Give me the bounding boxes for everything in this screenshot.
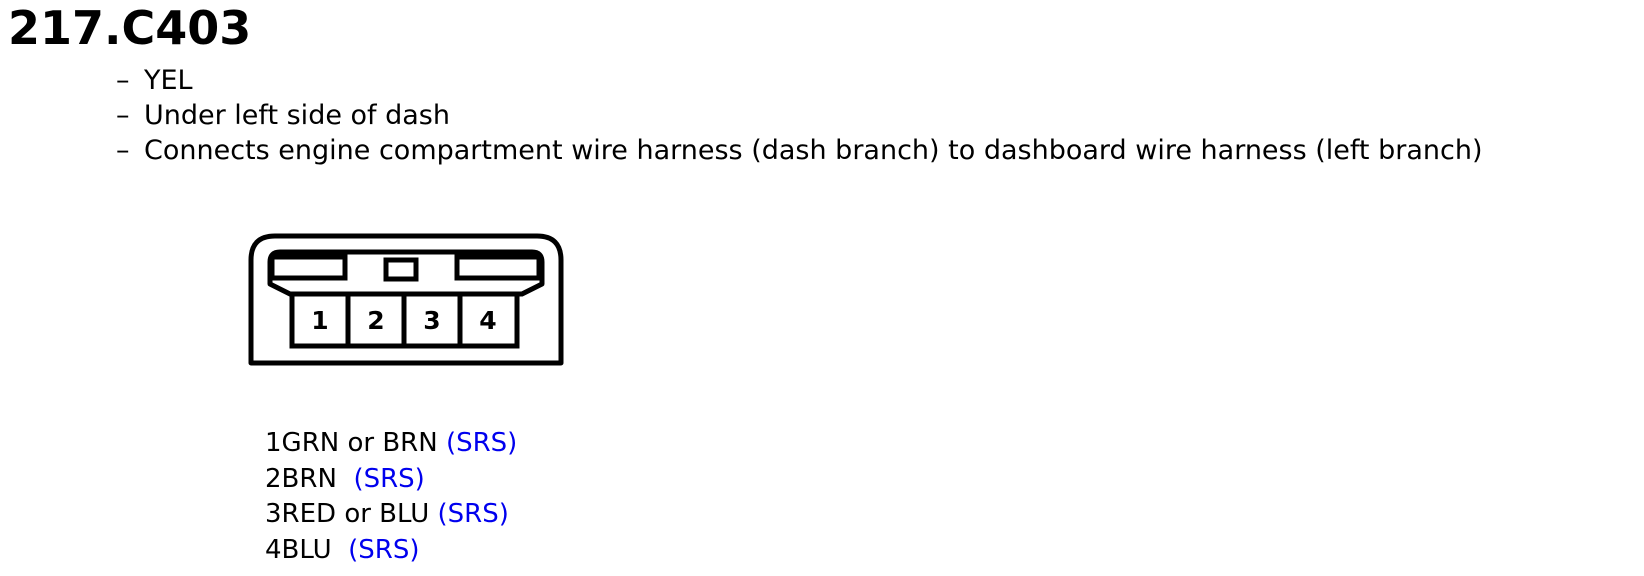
pin-assignment-list: 1GRN or BRN (SRS) 2BRN (SRS) 3RED or BLU… — [265, 426, 517, 568]
dash-marker: – — [116, 135, 130, 166]
srs-link[interactable]: (SRS) — [445, 428, 518, 458]
spacer — [337, 464, 354, 494]
spacer — [438, 428, 446, 458]
connector-key-left — [269, 254, 348, 281]
pin-wire-label: 3RED or BLU — [265, 499, 430, 529]
pin-number: 2 — [367, 306, 384, 335]
connector-housing — [248, 233, 564, 366]
pin-assignment-item: 4BLU (SRS) — [265, 533, 517, 569]
pin-number: 4 — [479, 306, 496, 335]
description-text: Connects engine compartment wire harness… — [144, 135, 1483, 166]
srs-link[interactable]: (SRS) — [437, 499, 509, 529]
pin-wire-label: 1GRN or BRN — [265, 428, 438, 458]
pin-assignment-item: 2BRN (SRS) — [265, 462, 517, 498]
spacer — [429, 499, 437, 529]
pin-wire-label: 2BRN — [265, 463, 337, 494]
pin-number: 3 — [423, 306, 440, 335]
pin-assignment-item: 1GRN or BRN (SRS) — [265, 426, 517, 462]
page-title: 217.C403 — [8, 1, 252, 55]
connector-description-list: –YEL –Under left side of dash –Connects … — [116, 63, 1483, 168]
description-item-connection: –Connects engine compartment wire harnes… — [116, 133, 1483, 168]
description-text: Under left side of dash — [144, 100, 450, 131]
srs-link[interactable]: (SRS) — [353, 463, 425, 494]
dash-marker: – — [116, 100, 130, 131]
description-item-color: –YEL — [116, 63, 1483, 98]
srs-link[interactable]: (SRS) — [348, 534, 420, 565]
connector-face-diagram: 1 2 3 4 — [248, 233, 564, 366]
pin-assignment-item: 3RED or BLU (SRS) — [265, 497, 517, 533]
spacer — [332, 535, 349, 565]
description-text: YEL — [144, 65, 193, 96]
description-item-location: –Under left side of dash — [116, 98, 1483, 133]
connector-latch — [383, 257, 419, 282]
dash-marker: – — [116, 65, 130, 96]
pin-wire-label: 4BLU — [265, 534, 332, 565]
connector-key-right — [454, 254, 542, 281]
pin-number: 1 — [311, 306, 328, 335]
